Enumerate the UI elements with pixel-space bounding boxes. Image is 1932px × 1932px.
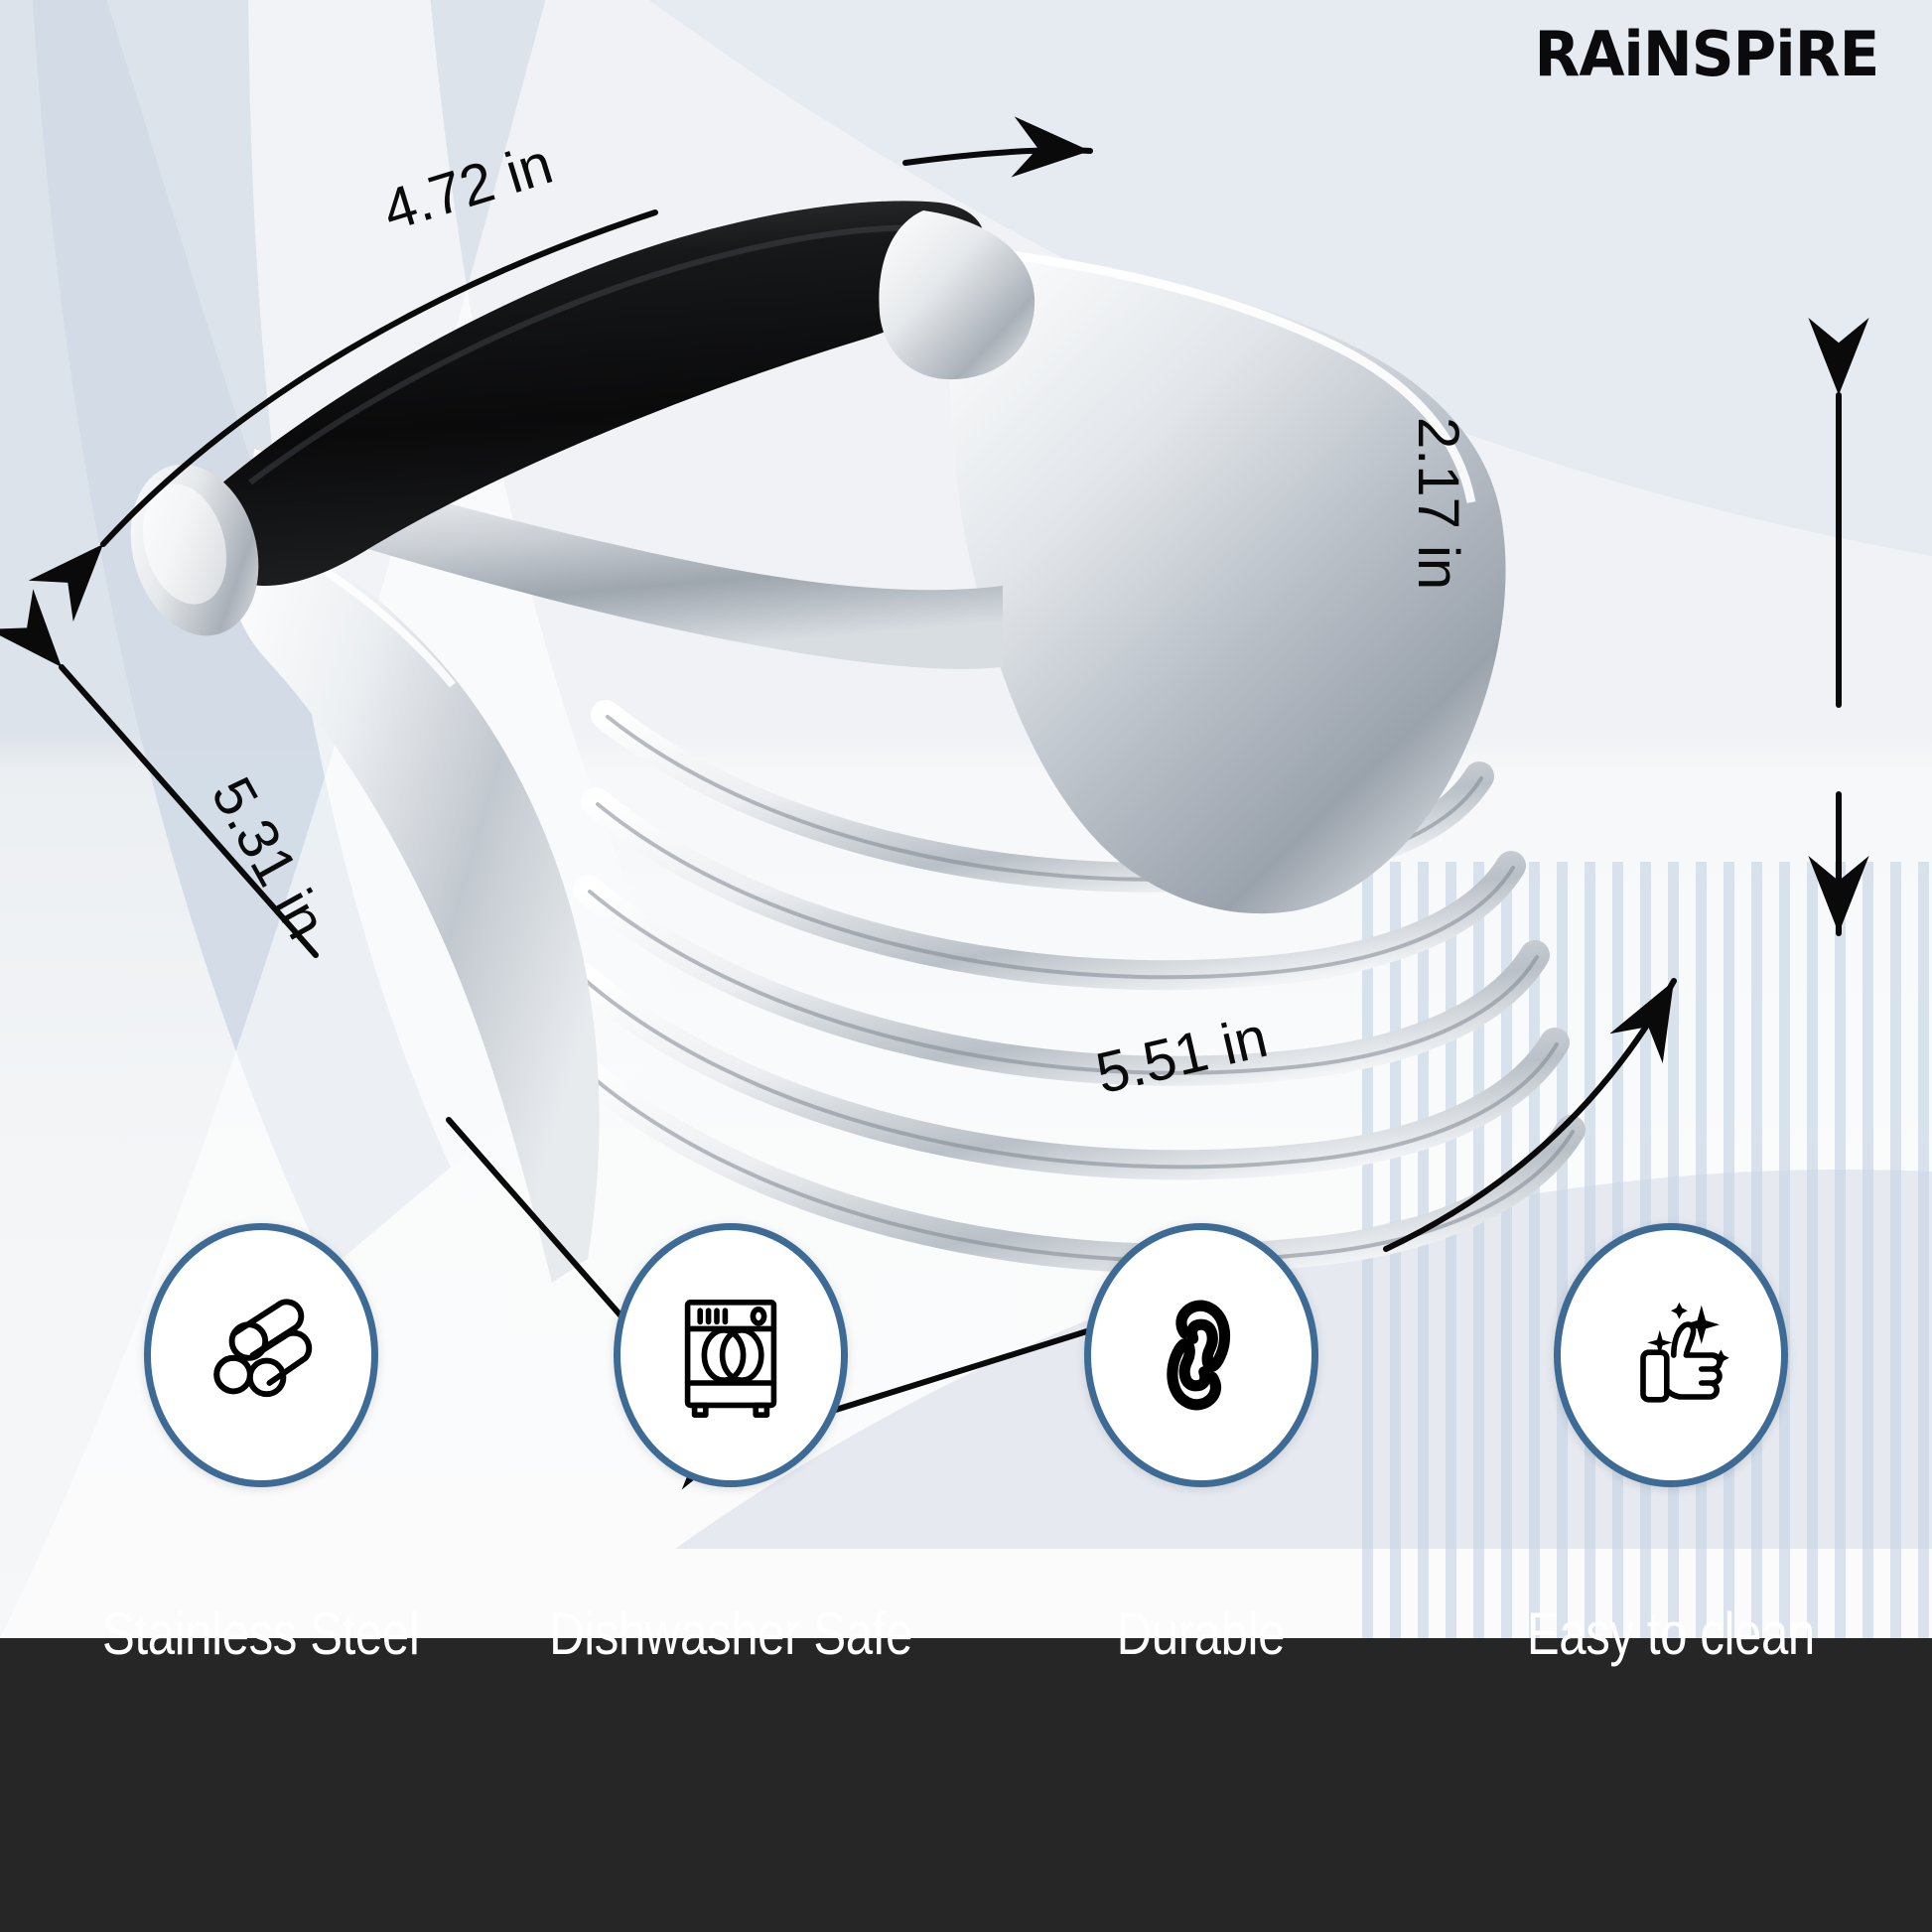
feature-label-durable: Durable bbox=[1117, 1600, 1286, 1667]
badge-dishwasher-safe bbox=[614, 1223, 849, 1487]
badge-stainless-steel bbox=[143, 1223, 378, 1487]
feature-label-stainless-steel: Stainless Steel bbox=[102, 1600, 420, 1667]
steel-tubes-icon bbox=[213, 1299, 312, 1398]
feature-stainless-steel: Stainless Steel bbox=[48, 1223, 475, 1664]
feature-easy-to-clean: Easy to clean bbox=[1457, 1223, 1884, 1664]
brand-logo: RAiNSPiRE bbox=[1534, 18, 1879, 90]
feature-label-easy-to-clean: Easy to clean bbox=[1527, 1600, 1816, 1667]
handle-collar-right bbox=[879, 210, 1035, 380]
badge-durable bbox=[1083, 1223, 1318, 1487]
feature-list: Stainless Steel Dis bbox=[0, 1223, 1932, 1932]
chain-link-icon bbox=[1167, 1300, 1230, 1411]
feature-label-dishwasher-safe: Dishwasher Safe bbox=[549, 1600, 913, 1667]
blade-arm-left bbox=[227, 516, 600, 1283]
sparkle-thumbsup-icon bbox=[1640, 1302, 1730, 1403]
dimension-lines bbox=[0, 116, 1869, 1490]
blade-bowl bbox=[949, 244, 1506, 914]
feature-durable: Durable bbox=[988, 1223, 1415, 1664]
badge-easy-to-clean bbox=[1554, 1223, 1789, 1487]
feature-band-background bbox=[0, 1638, 1932, 1932]
dishwasher-icon bbox=[685, 1300, 777, 1418]
dimension-label-height: 2.17 in bbox=[1406, 417, 1470, 591]
feature-dishwasher-safe: Dishwasher Safe bbox=[517, 1223, 944, 1664]
handle-grip bbox=[197, 201, 986, 587]
